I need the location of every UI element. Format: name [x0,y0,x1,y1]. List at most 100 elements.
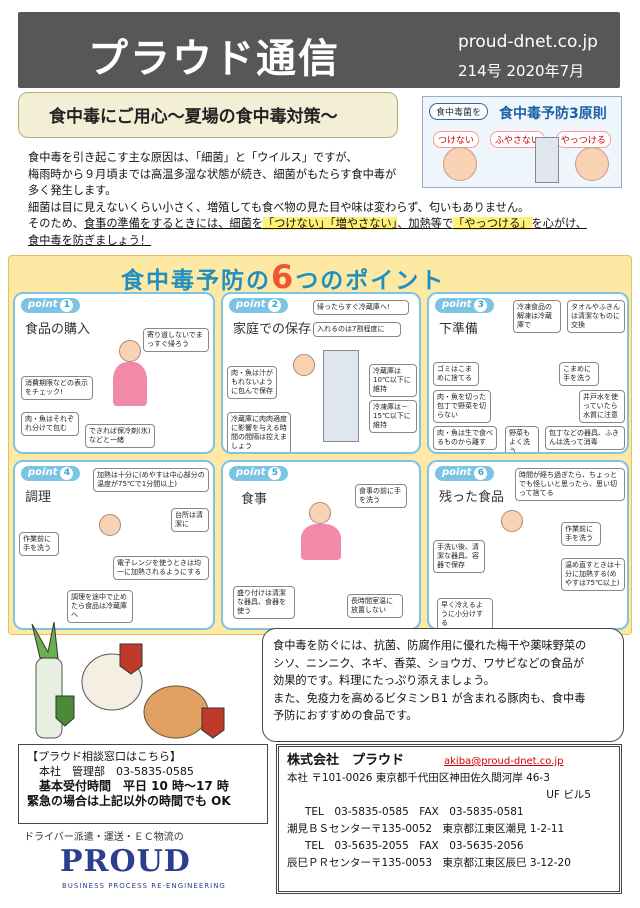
tatsumi-center-address: 辰巳ＰＲセンター〒135-0053 東京都江東区辰巳 3-12-20 [287,857,571,869]
brand-tagline: ドライバー派遣・運送・ＥＣ物流の [24,832,184,843]
company-address: 本社 〒101-0026 東京都千代田区神田佐久間河岸 46-3 [287,772,550,784]
contact-urgent: 緊急の場合は上記以外の時間でも OK [27,794,231,808]
cook-icon [99,514,121,536]
proud-logo: PROUD [60,844,191,879]
intro-seg: を心がけ、 [531,217,587,230]
vegetable-characters-illustration [31,622,225,739]
point-note: 肉・魚を切った包丁で野菜を切らない [433,390,491,423]
point-title: 食事 [241,492,268,507]
tip-line: 食中毒を防ぐには、抗菌、防腐作用に優れた梅干や薬味野菜の [273,639,587,652]
point-label: point [236,299,266,310]
three-rules-tags: つけない ふやさない やっつける [433,131,619,148]
girl-face-icon [443,147,477,181]
company-building: UF ビル5 [546,789,591,801]
point-note: 寄り道しないでまっすぐ帰ろう [143,328,209,352]
intro-line: 食中毒を引き起こす主な原因は、「細菌」と「ウイルス」ですが、 [28,151,358,164]
point-note: 肉・魚は生で食べるものから離す [433,426,497,450]
point-title: 食品の購入 [25,322,91,337]
point-title: 残った食品 [439,490,505,505]
rule-tag: つけない [433,131,480,148]
shield-icon [55,695,75,727]
refrigerator-icon [323,350,359,442]
point-note: 加熱は十分に(めやすは中心部分の温度が75℃で1分間以上) [93,468,209,492]
leek-leaves-icon [31,622,59,659]
rule-tag: やっつける [555,131,611,148]
point-note: 冷蔵庫に肉肉適度に影響を与える時間の間隔は控えましょう [227,412,291,452]
point-note: 肉・魚はそれぞれ分けて包む [21,412,79,436]
point-note: 台所は清潔に [171,508,209,532]
three-rules-illustration: 食中毒菌を 食中毒予防3原則 つけない ふやさない やっつける [422,96,622,188]
point-note: 時間が経ち過ぎたら、ちょっとでも怪しいと思ったら、思い切って捨てる [515,468,625,501]
intro-seg: 食事の準備をするときには、細菌を [83,217,263,230]
intro-highlight: 「やっつける」 [453,217,532,230]
consultation-contact-box: 【プラウド相談窓口はこちら】 本社 管理部 03-5835-0585 基本受付時… [18,744,268,824]
point-note: 作業前に手を洗う [19,532,59,556]
onion-icon [143,685,209,739]
shopper-icon [119,340,141,362]
point-note: 温め直すときは十分に加熱する(めやすは75℃以上) [561,558,625,591]
point-title: 家庭での保存 [233,322,312,337]
intro-line: そのため、食事の準備をするときには、細菌を「つけない」「増やさない」、加熱等で「… [28,216,588,233]
intro-line: 梅雨時から９月頃までは高温多湿な状態が続き、細菌がもたらす食中毒が [28,167,397,181]
point-number: 5 [268,467,282,480]
tip-line: また、免疫力を高めるビタミンＢ1 が含まれる豚肉も、食中毒 [273,691,586,705]
website-url[interactable]: proud-dnet.co.jp [458,32,598,52]
tip-line: 予防におすすめの食品です。 [273,709,418,722]
shield-icon [201,707,225,739]
headline-banner: 食中毒にご用心～夏場の食中毒対策～ [18,92,398,138]
point-note: 冷蔵庫は10℃以下に維持 [369,364,417,397]
intro-seg: そのため、 [28,217,84,230]
diner-icon [309,502,331,524]
three-rules-title: 食中毒予防3原則 [499,106,607,122]
headline: 食中毒にご用心～夏場の食中毒対策～ [49,107,338,127]
contact-hours: 基本受付時間 平日 10 時～17 時 [39,779,229,793]
point-note: 食事の前に手を洗う [355,484,407,508]
company-phone: TEL 03-5835-0585 FAX 03-5835-0581 [305,806,524,818]
point-note: 電子レンジを使うときは均一に加熱されるようにする [113,556,209,580]
point-note: 冷凍食品の解凍は冷蔵庫で [513,300,561,333]
shiomi-center-phone: TEL 03-5635-2055 FAX 03-5635-2056 [305,840,524,852]
woman-face-icon [575,147,609,181]
company-email-link[interactable]: akiba@proud-dnet.co.jp [444,756,564,767]
food-tips-speech-bubble: 食中毒を防ぐには、抗菌、防腐作用に優れた梅干や薬味野菜の シソ、ニンニク、ネギ、… [262,628,624,742]
point-title: 調理 [25,490,52,505]
diner-body-icon [301,524,341,560]
contact-dept-phone[interactable]: 本社 管理部 03-5835-0585 [39,765,194,778]
point-label: point [28,467,58,478]
point-label: point [442,467,472,478]
point-note: タオルやふきんは清潔なものに交換 [567,300,625,333]
point-note: 帰ったらすぐ冷蔵庫へ! [313,300,409,315]
tip-line: シソ、ニンニク、ネギ、香菜、ショウガ、ワサビなどの食品が [273,656,585,670]
point-note: 肉・魚は汁がもれないように包んで保存 [227,366,277,399]
point-note: ゴミはこまめに捨てる [433,362,479,386]
point-number: 6 [474,467,488,480]
point-note: 作業前に手を洗う [561,522,601,546]
contact-title: 【プラウド相談窓口はこちら】 [27,750,181,763]
newsletter-title: プラウド通信 [88,36,340,82]
point-number: 4 [60,467,74,480]
intro-line: 食中毒を防ぎましょう！ [28,233,152,247]
intro-text: 食中毒を引き起こす主な原因は、「細菌」と「ウイルス」ですが、 梅雨時から９月頃ま… [28,150,588,249]
three-rules-pill: 食中毒菌を [429,103,489,120]
point-number: 3 [474,299,488,312]
point-note: 盛り付けは清潔な器具、食器を使う [233,586,295,619]
point-note: 包丁などの器具、ふきんは洗って消毒 [545,426,625,450]
six-title-num: 6 [271,258,296,296]
six-title-a: 食中毒予防の [121,268,271,294]
point-note: 長時間室温に放置しない [347,594,403,618]
point-note: 野菜もよく洗う [505,426,539,452]
person-icon [293,354,315,376]
point-note: 井戸水を使っていたら水質に注意 [579,390,625,423]
